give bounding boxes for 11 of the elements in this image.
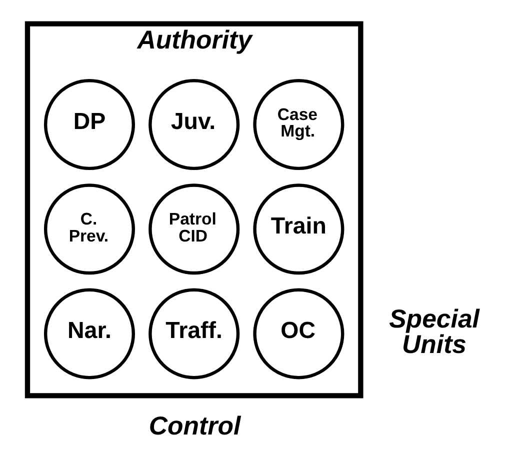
node-circle: Traff. <box>148 288 240 380</box>
node-circle: Train <box>252 184 344 275</box>
node-label: Control <box>148 412 240 440</box>
node-circle: Juv. <box>148 79 240 170</box>
node-circle: Case Mgt. <box>252 79 344 170</box>
node-circle: Nar. <box>43 288 135 380</box>
node-circle: DP <box>43 79 135 170</box>
node-circle: OC <box>252 288 344 380</box>
node-circle: Patrol CID <box>148 184 240 275</box>
node-label: Special Units <box>388 305 480 360</box>
node-circle: C. Prev. <box>43 184 135 275</box>
